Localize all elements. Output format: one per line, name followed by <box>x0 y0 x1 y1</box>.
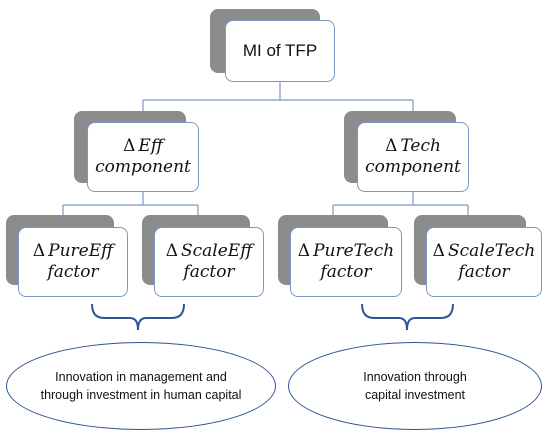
puretech-factor-word: factor <box>320 262 372 282</box>
root-box: MI of TFP <box>225 20 335 82</box>
root-connector <box>142 82 414 122</box>
outcome-line1: Innovation in management and <box>55 370 227 384</box>
right-brace <box>361 303 454 331</box>
left-brace <box>91 303 185 331</box>
scaletech-factor-word: factor <box>458 262 510 282</box>
eff-component-word: component <box>95 157 191 177</box>
outcome-line1: Innovation through <box>363 370 467 384</box>
outcome-line2: capital investment <box>364 388 466 402</box>
tech-connector <box>332 192 469 227</box>
outcome-ellipse-human-capital: Innovation in management and through inv… <box>6 342 276 430</box>
eff-connector <box>62 192 199 227</box>
tech-component-word: component <box>365 157 461 177</box>
outcome-line2: through investment in human capital <box>40 388 242 402</box>
root-label: MI of TFP <box>242 41 318 60</box>
outcome-ellipse-capital: Innovation through capital investment <box>288 342 542 430</box>
scaleeff-factor-word: factor <box>183 262 235 282</box>
pureeff-factor-word: factor <box>47 262 99 282</box>
